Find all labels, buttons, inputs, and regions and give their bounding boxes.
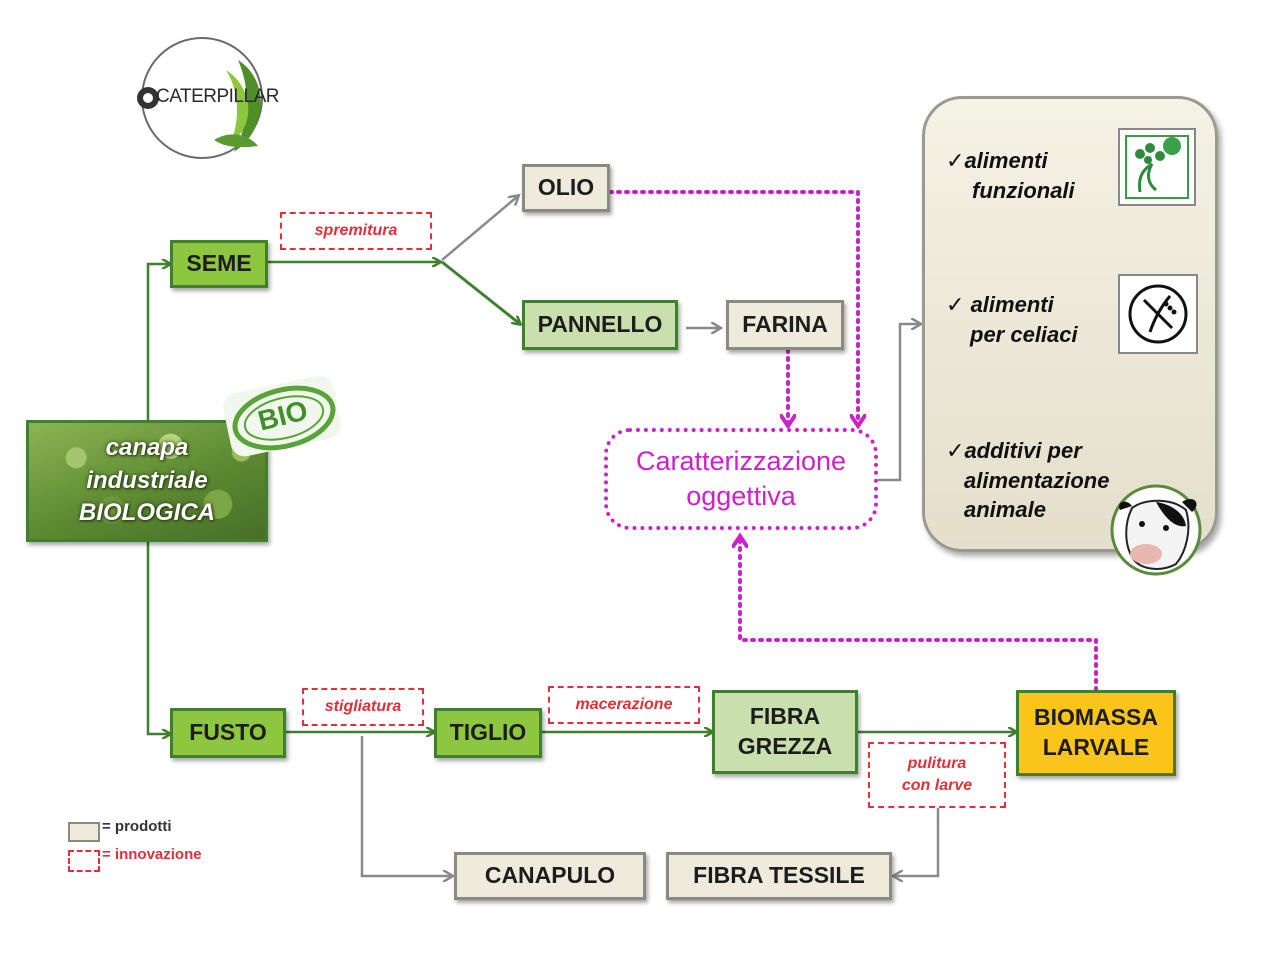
bio-stamp-icon bbox=[223, 375, 341, 457]
dotted-olio-caratt bbox=[608, 190, 858, 424]
legend-innovazione-label: = innovazione bbox=[102, 846, 202, 863]
bio-badge: BIO bbox=[222, 375, 346, 460]
arrow-to-canapulo bbox=[360, 736, 452, 876]
arrow-to-seme bbox=[146, 264, 170, 420]
app-3-line-1: additivi per bbox=[964, 438, 1082, 463]
application-celiac: ✓ alimenti per celiaci bbox=[946, 290, 1078, 349]
pulitura-line-1: pulitura bbox=[907, 754, 967, 772]
biomassa-larvale-box: BIOMASSA LARVALE bbox=[1016, 690, 1176, 776]
seme-box: SEME bbox=[170, 240, 268, 288]
check-icon: ✓ bbox=[946, 292, 965, 317]
biomassa-line-1: BIOMASSA bbox=[1034, 704, 1158, 731]
check-icon: ✓ bbox=[946, 438, 965, 463]
pannello-box: PANNELLO bbox=[522, 300, 678, 350]
app-2-line-1: alimenti bbox=[970, 292, 1054, 317]
fibra-grezza-line-1: FIBRA bbox=[749, 703, 821, 730]
arrow-to-fibra-tessile bbox=[894, 808, 940, 876]
spremitura-label: spremitura bbox=[280, 212, 432, 250]
pulitura-line-2: con larve bbox=[901, 777, 973, 794]
application-functional: ✓alimenti funzionali bbox=[946, 146, 1075, 205]
macerazione-label: macerazione bbox=[548, 686, 700, 724]
pulitura-label: pulitura con larve bbox=[868, 742, 1006, 808]
app-1-line-2: funzionali bbox=[972, 177, 1075, 203]
canapa-line-3: BIOLOGICA bbox=[79, 499, 215, 527]
arrow-to-fusto bbox=[146, 542, 170, 734]
tiglio-box: TIGLIO bbox=[434, 708, 542, 758]
olio-box: OLIO bbox=[522, 164, 610, 212]
fibra-grezza-box: FIBRA GREZZA bbox=[712, 690, 858, 774]
gluten-free-icon bbox=[1118, 274, 1198, 354]
arrow-to-olio bbox=[441, 196, 518, 261]
dotted-biomassa-caratt bbox=[740, 538, 1098, 692]
logo-ring-icon bbox=[137, 37, 263, 159]
stigliatura-label: stigliatura bbox=[302, 688, 424, 726]
fusto-box: FUSTO bbox=[170, 708, 286, 758]
legend-prodotti-swatch bbox=[68, 822, 100, 842]
caratt-line-2: oggettiva bbox=[686, 481, 796, 511]
farina-box: FARINA bbox=[726, 300, 844, 350]
cow-icon bbox=[1106, 480, 1206, 576]
legend-prodotti-label: = prodotti bbox=[102, 818, 172, 835]
app-3-line-3: animale bbox=[964, 497, 1046, 523]
fibra-grezza-line-2: GREZZA bbox=[737, 733, 833, 759]
caterpillar-logo: CATERPILLAR bbox=[130, 30, 279, 166]
app-3-line-2: alimentazione bbox=[964, 467, 1110, 493]
canapulo-box: CANAPULO bbox=[454, 852, 646, 900]
functional-food-icon bbox=[1118, 128, 1196, 206]
canapa-industriale-box: canapa industriale BIOLOGICA bbox=[26, 420, 268, 542]
arrow-to-pannello bbox=[441, 260, 520, 324]
fibra-tessile-box: FIBRA TESSILE bbox=[666, 852, 892, 900]
app-2-line-2: per celiaci bbox=[970, 321, 1078, 347]
biomassa-line-2: LARVALE bbox=[1042, 734, 1150, 760]
logo-text: CATERPILLAR bbox=[156, 86, 279, 107]
application-animal-feed: ✓additivi per alimentazione animale bbox=[946, 436, 1109, 525]
check-icon: ✓ bbox=[946, 148, 965, 173]
caratterizzazione-box: Caratterizzazione oggettiva bbox=[604, 428, 878, 530]
arrow-to-panel bbox=[878, 324, 920, 482]
caratt-line-1: Caratterizzazione bbox=[635, 445, 847, 476]
legend-innovazione-swatch bbox=[68, 850, 100, 872]
app-1-line-1: alimenti bbox=[964, 148, 1048, 173]
canapa-line-2: industriale bbox=[86, 466, 208, 494]
canapa-line-1: canapa bbox=[105, 434, 189, 462]
